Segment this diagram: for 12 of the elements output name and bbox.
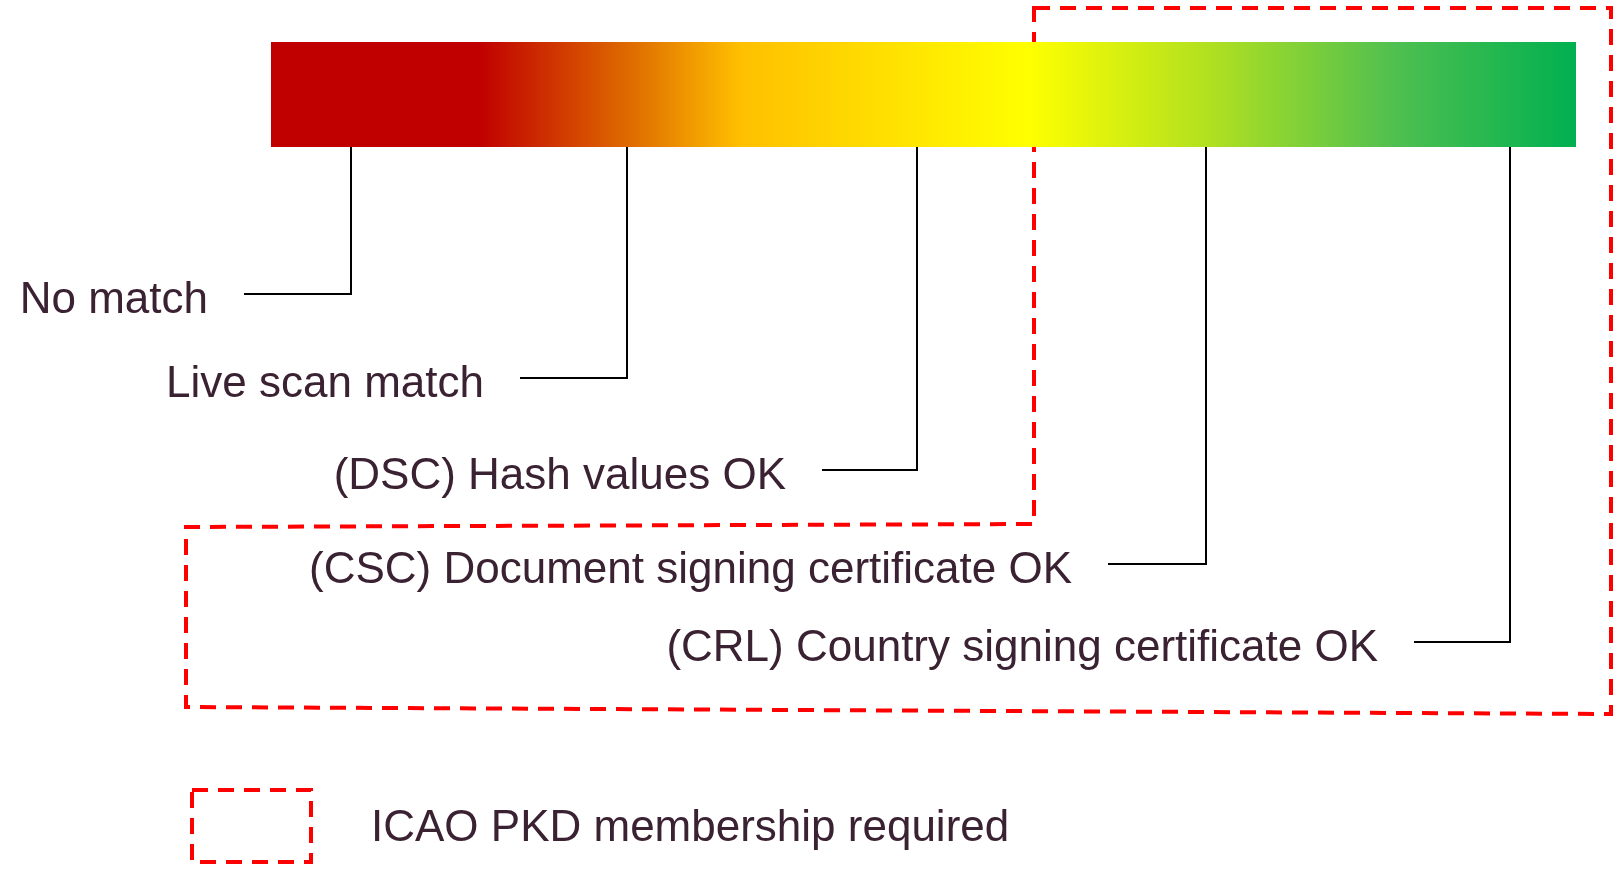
status-label: Live scan match: [166, 357, 484, 407]
gradient-bar: [271, 42, 1576, 147]
status-label: (CRL) Country signing certificate OK: [666, 621, 1378, 671]
status-label: (DSC) Hash values OK: [333, 449, 786, 499]
status-label: No match: [19, 273, 208, 323]
leader-line: [1107, 146, 1207, 565]
leader-line: [821, 146, 918, 471]
leader-line: [1413, 146, 1511, 643]
leader-line: [243, 146, 352, 295]
leader-line: [519, 146, 628, 379]
status-label: (CSC) Document signing certificate OK: [309, 543, 1072, 593]
legend-label: ICAO PKD membership required: [371, 801, 1010, 851]
